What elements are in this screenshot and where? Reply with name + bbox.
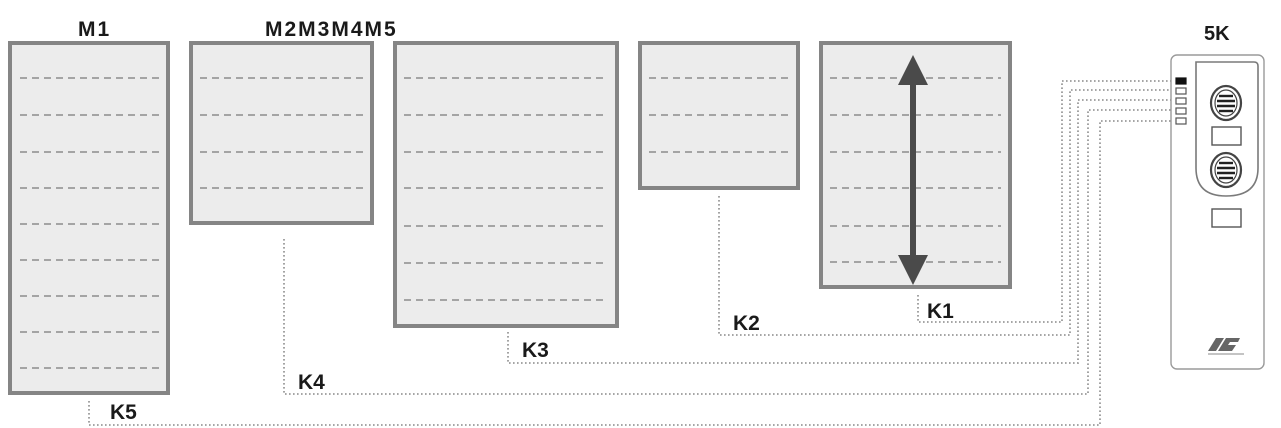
panel-m5	[819, 41, 1012, 289]
wire-k1	[917, 80, 1174, 323]
wiring	[88, 80, 1174, 426]
panel-m1	[8, 41, 170, 395]
wire-k3	[507, 99, 1174, 364]
down-button-icon[interactable]	[1209, 151, 1243, 189]
label-k3: K3	[522, 339, 549, 362]
wire-k2	[718, 89, 1174, 336]
label-k1: K1	[927, 300, 954, 323]
channel-select-button[interactable]	[1211, 208, 1242, 228]
label-k5: K5	[110, 401, 137, 424]
panel-m4	[638, 41, 800, 190]
channel-indicators	[1175, 77, 1187, 125]
panel-m3	[393, 41, 619, 328]
brand-logo-icon	[1208, 338, 1244, 355]
up-button-icon[interactable]	[1209, 84, 1243, 122]
panel-m2	[189, 41, 374, 225]
channel-indicator-1	[1175, 77, 1187, 85]
label-m1: M1	[78, 18, 111, 41]
stop-button[interactable]	[1211, 126, 1242, 146]
remote-control	[1170, 54, 1265, 370]
channel-indicator-2	[1175, 87, 1187, 95]
label-k4: K4	[298, 371, 325, 394]
panel-m3-slats	[404, 77, 608, 301]
wire-k5	[88, 120, 1174, 426]
channel-indicator-3	[1175, 97, 1187, 105]
label-m2-m5: M2M3M4M5	[265, 18, 398, 41]
channel-indicator-5	[1175, 117, 1187, 125]
label-k2: K2	[733, 312, 760, 335]
panel-m2-slats	[200, 77, 364, 189]
remote-label: 5K	[1204, 23, 1230, 45]
channel-indicator-4	[1175, 107, 1187, 115]
